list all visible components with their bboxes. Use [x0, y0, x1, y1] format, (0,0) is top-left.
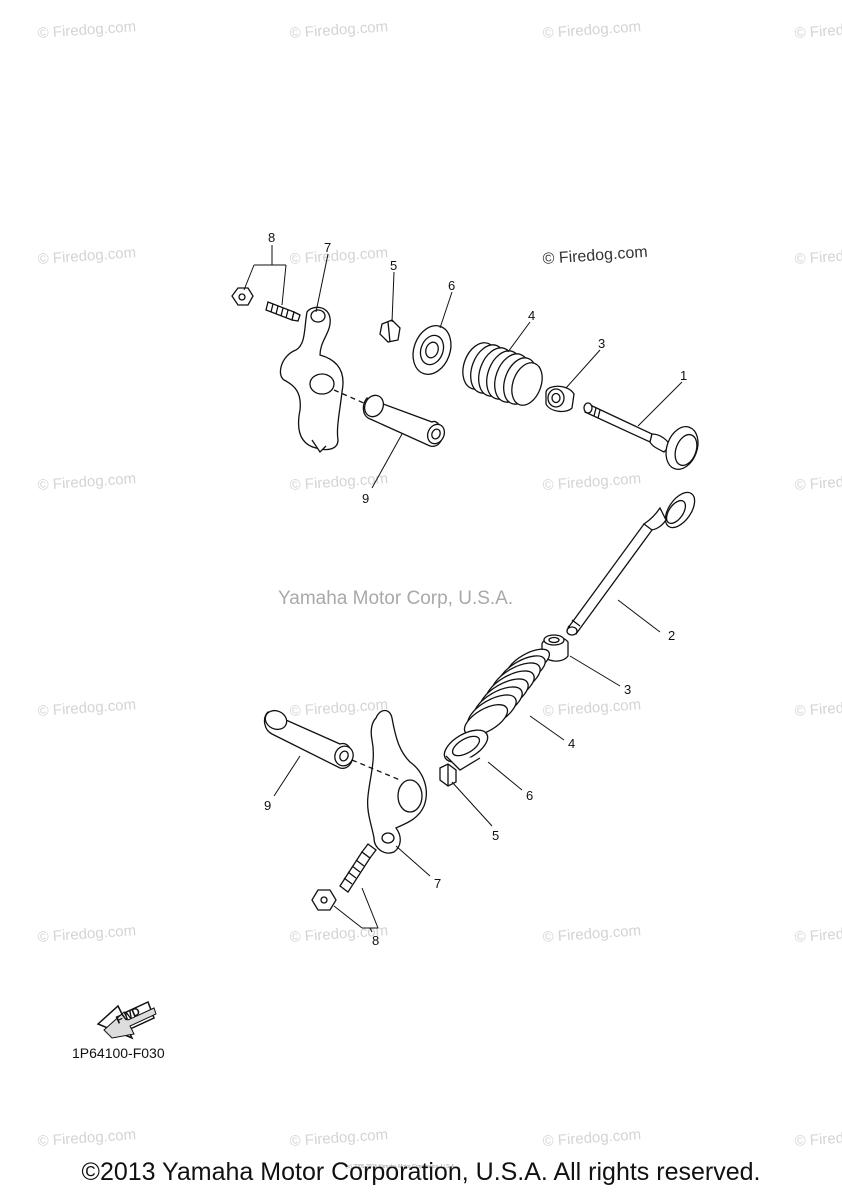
callout-lower-4: 4 — [568, 736, 575, 751]
lower-valve-spring — [463, 648, 551, 736]
callout-lower-5: 5 — [492, 828, 499, 843]
watermark: © Firedog.com — [794, 696, 842, 720]
callout-upper-7: 7 — [324, 240, 331, 255]
watermark: © Firedog.com — [542, 18, 642, 42]
upper-spring-retainer — [412, 325, 452, 375]
tiny-credit: (c) 2005-2015 Yamaha Motor Corporation, … — [346, 1164, 456, 1170]
callout-upper-6: 6 — [448, 278, 455, 293]
callout-upper-4: 4 — [528, 308, 535, 323]
callout-lower-2: 2 — [668, 628, 675, 643]
part-code: 1P64100-F030 — [72, 1045, 165, 1061]
upper-adjusting-nut — [231, 287, 254, 306]
watermark: © Firedog.com — [289, 18, 389, 42]
footer-copyright: ©2013 Yamaha Motor Corporation, U.S.A. A… — [81, 1158, 761, 1186]
lower-rocker-shaft — [263, 709, 354, 769]
lower-callouts: 2 3 4 6 5 7 9 8 — [264, 599, 675, 948]
lower-rocker-arm — [366, 709, 427, 854]
upper-shaft-axis — [333, 389, 367, 405]
watermark: © Firedog.com — [37, 696, 137, 720]
watermark: © Firedog.com — [37, 244, 137, 268]
lower-valve-cotter — [439, 763, 457, 787]
upper-rocker-arm — [279, 306, 344, 454]
upper-adjusting-screw — [265, 301, 301, 322]
callout-lower-7: 7 — [434, 876, 441, 891]
watermark: © Firedog.com — [289, 1126, 389, 1150]
watermark: © Firedog.com — [37, 1126, 137, 1150]
callout-lower-9: 9 — [264, 798, 271, 813]
watermark: © Firedog.com — [542, 922, 642, 946]
lower-spring-retainer — [443, 729, 489, 771]
fwd-arrow: FWD — [96, 1000, 157, 1040]
callout-upper-8: 8 — [268, 230, 275, 245]
lower-exhaust-valve — [566, 491, 696, 636]
watermark: © Firedog.com — [542, 470, 642, 494]
callout-upper-5: 5 — [390, 258, 397, 273]
watermark: © Firedog.com — [37, 18, 137, 42]
callout-lower-6: 6 — [526, 788, 533, 803]
watermark: © Firedog.com — [37, 470, 137, 494]
upper-intake-valve — [583, 402, 699, 470]
watermark: © Firedog.com — [794, 470, 842, 494]
callout-upper-1: 1 — [680, 368, 687, 383]
center-watermark: Yamaha Motor Corp, U.S.A. — [278, 588, 513, 609]
watermark: © Firedog.com — [37, 922, 137, 946]
watermark: © Firedog.com — [542, 1126, 642, 1150]
upper-valve-spring — [462, 342, 543, 406]
upper-stem-seal — [545, 385, 575, 413]
watermark: © Firedog.com — [794, 244, 842, 268]
watermark: © Firedog.com — [542, 696, 642, 720]
callout-lower-3: 3 — [624, 682, 631, 697]
watermark-prominent: © Firedog.com — [542, 244, 648, 268]
upper-assembly — [231, 287, 699, 470]
watermark: © Firedog.com — [794, 18, 842, 42]
callout-upper-9: 9 — [362, 491, 369, 506]
lower-adjusting-nut — [311, 889, 337, 911]
callout-lower-8: 8 — [372, 933, 379, 948]
watermark: © Firedog.com — [289, 244, 389, 268]
watermark: © Firedog.com — [289, 470, 389, 494]
upper-rocker-shaft — [362, 394, 446, 447]
watermark: © Firedog.com — [794, 1126, 842, 1150]
upper-valve-cotter — [379, 319, 401, 343]
upper-callouts: 8 7 5 6 4 3 1 9 — [243, 230, 687, 506]
watermark: © Firedog.com — [794, 922, 842, 946]
lower-assembly — [263, 491, 696, 911]
watermark-grid: © Firedog.com © Firedog.com © Firedog.co… — [37, 18, 842, 1150]
watermark: © Firedog.com — [289, 696, 389, 720]
lower-adjusting-screw — [339, 843, 377, 893]
callout-upper-3: 3 — [598, 336, 605, 351]
